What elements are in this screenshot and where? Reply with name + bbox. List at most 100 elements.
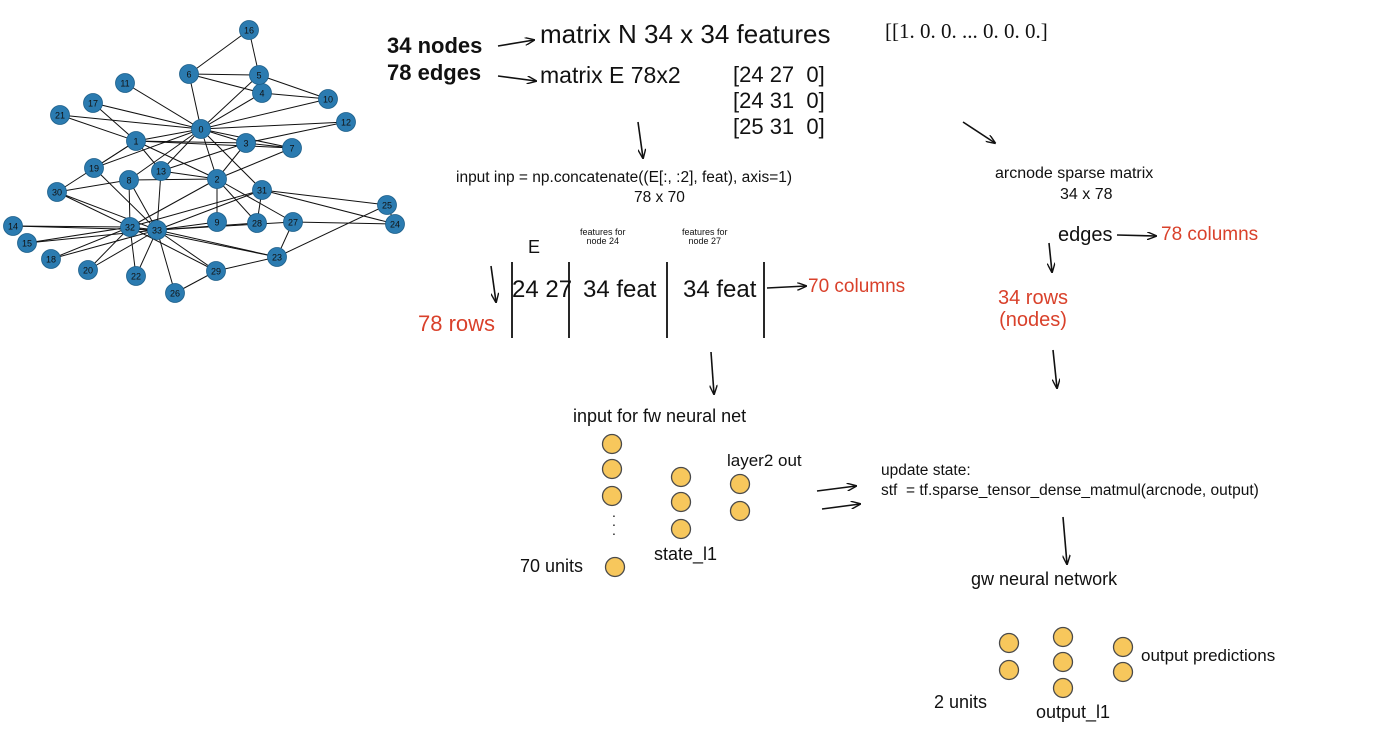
graph-node [120, 217, 140, 237]
graph-edge [56, 191, 131, 228]
graph-node-label: 13 [156, 166, 166, 176]
graph-node [283, 212, 303, 232]
graph-node [207, 169, 227, 189]
graph-node [126, 131, 146, 151]
graph-node [336, 112, 356, 132]
graph-edge [160, 142, 247, 172]
graph-node-label: 31 [257, 185, 267, 195]
graph-node [247, 213, 267, 233]
arcnode-edges-label: edges [1058, 224, 1113, 246]
graph-edge [245, 121, 347, 144]
graph-node-label: 17 [88, 98, 98, 108]
graph-edge [216, 147, 293, 180]
graph-edge [135, 128, 202, 142]
graph-node [191, 119, 211, 139]
fw-units-label: 70 units [520, 556, 584, 576]
e-column-label: E [528, 237, 541, 257]
graph-node [17, 233, 37, 253]
graph-edge [129, 189, 263, 228]
neuron-unit [729, 473, 751, 495]
edges-arrow [497, 75, 536, 81]
update-state-title: update state: [881, 462, 971, 479]
columns-arrow [766, 286, 806, 288]
neuron-unit [670, 518, 692, 540]
update-arrow-1 [816, 486, 856, 492]
update-state-code: stf = tf.sparse_tensor_dense_matmul(arcn… [881, 482, 1259, 499]
neuron-unit [1112, 636, 1134, 658]
neuron-unit [601, 433, 623, 455]
update-arrow-2 [821, 504, 860, 510]
neuron-unit [670, 466, 692, 488]
graph-node-label: 26 [170, 288, 180, 298]
graph-edge [188, 29, 250, 75]
graph-node-label: 18 [46, 254, 56, 264]
graph-edge [50, 226, 131, 260]
graph-node-label: 1 [133, 136, 138, 146]
graph-node-label: 8 [126, 175, 131, 185]
graph-node-label: 10 [323, 94, 333, 104]
matrix-e-row-2: [24 31 0] [733, 88, 825, 113]
graph-node-label: 14 [8, 221, 18, 231]
arcnode-arrow [962, 121, 995, 143]
graph-edge [129, 226, 217, 272]
matrix-e-row-3: [25 31 0] [733, 114, 825, 139]
graph-edge [92, 102, 202, 130]
graph-node-label: 22 [131, 271, 141, 281]
graph-edge [200, 92, 263, 130]
graph-node [147, 220, 167, 240]
graph-edge [216, 178, 294, 223]
karate-club-graph: 0123456789101112131415161718192021222324… [3, 20, 405, 303]
graph-edge [261, 92, 329, 100]
graph-edge [59, 114, 137, 142]
graph-node-label: 15 [22, 238, 32, 248]
graph-node-label: 20 [83, 265, 93, 275]
graph-edge [156, 222, 258, 231]
graph-edge [128, 178, 218, 181]
neuron-unit [729, 500, 751, 522]
graph-node [115, 73, 135, 93]
graph-node-label: 3 [243, 138, 248, 148]
graph-edge [276, 204, 388, 258]
graph-node [50, 105, 70, 125]
graph-node-label: 33 [152, 225, 162, 235]
arcnode-dims: 34 x 78 [1060, 186, 1113, 203]
layer2-out-label: layer2 out [727, 451, 802, 470]
graph-edge [216, 178, 258, 224]
graph-node-label: 23 [272, 252, 282, 262]
edges-count-label: 78 edges [387, 60, 482, 85]
graph-node [83, 93, 103, 113]
neuron-unit [601, 458, 623, 480]
nodes-count-label: 34 nodes [387, 33, 483, 58]
graph-edge [50, 229, 158, 260]
neuron-unit [1112, 661, 1134, 683]
matrix-col-feat2: 34 feat [683, 276, 757, 303]
gw-net-title: gw neural network [971, 569, 1118, 589]
graph-node [84, 158, 104, 178]
graph-node [236, 133, 256, 153]
matrix-col-feat1: 34 feat [583, 276, 657, 303]
edges-columns-arrow [1116, 235, 1156, 236]
graph-node [249, 65, 269, 85]
graph-node [318, 89, 338, 109]
nodes-arrow [497, 40, 534, 47]
graph-node-label: 28 [252, 218, 262, 228]
graph-edge [26, 226, 131, 244]
graph-node-label: 21 [55, 110, 65, 120]
graph-edge [156, 189, 263, 231]
graph-edge [215, 256, 278, 272]
graph-edge [156, 221, 218, 231]
graph-edge [188, 73, 260, 76]
graph-node-label: 7 [289, 143, 294, 153]
graph-node [179, 64, 199, 84]
graph-edge [156, 229, 217, 272]
graph-edge [258, 74, 329, 100]
graph-node [119, 170, 139, 190]
graph-edge [129, 178, 218, 228]
graph-node-label: 2 [214, 174, 219, 184]
graph-edge [93, 167, 158, 231]
down-arrow-fw [711, 351, 714, 394]
graph-node [151, 161, 171, 181]
graph-node-label: 27 [288, 217, 298, 227]
graph-nodes: 0123456789101112131415161718192021222324… [3, 20, 405, 303]
